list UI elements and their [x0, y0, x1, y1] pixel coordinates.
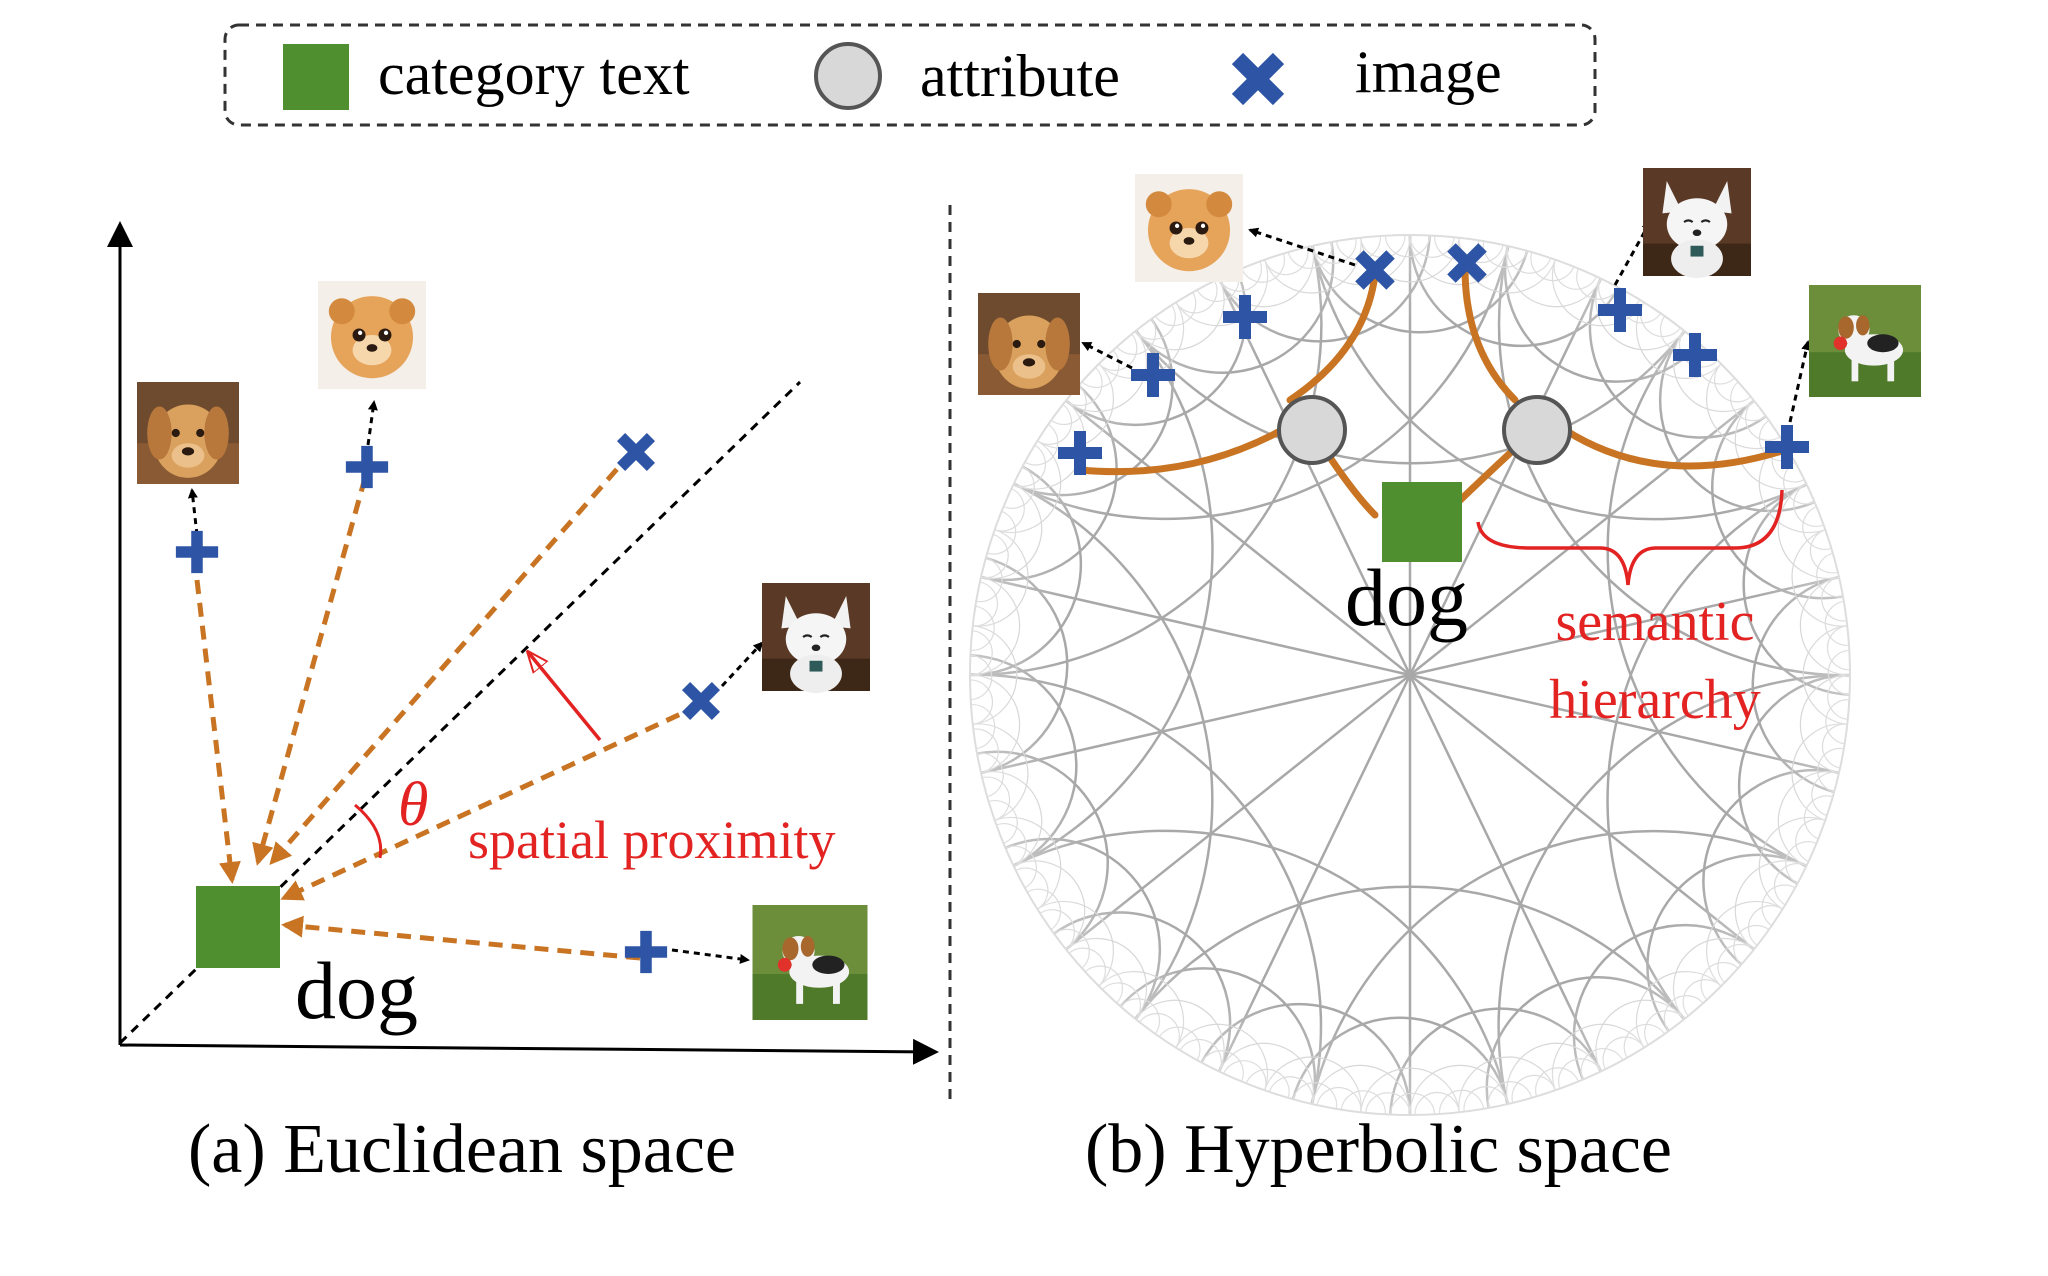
legend-label-attribute: attribute [920, 43, 1120, 109]
image-cross-icon [677, 677, 725, 725]
semantic-label: semantic [1555, 591, 1754, 653]
dog-label-hyperbolic: dog [1345, 552, 1468, 643]
pomeranian-photo [1135, 174, 1243, 282]
link-pom-photo [1248, 227, 1356, 267]
edge-pom-to-dog [252, 477, 368, 866]
edge-beagle-to-dog [281, 915, 641, 961]
disk-boundary [969, 234, 1851, 1116]
hierarchy-label: hierarchy [1549, 669, 1760, 731]
curve-attr2-to-leaf [1561, 426, 1789, 470]
legend-image-cross-icon [1225, 46, 1291, 112]
edge-x1-to-dog [269, 450, 634, 866]
caption-hyperbolic: (b) Hyperbolic space [1085, 1111, 1672, 1188]
euclidean-edges [194, 450, 702, 961]
x-axis [119, 1038, 939, 1065]
link-golden-photo [1081, 341, 1133, 370]
legend-label-image: image [1355, 39, 1502, 105]
edge-x2-to-dog [280, 702, 702, 901]
proximity-arrow [528, 652, 602, 742]
image-plus-icon [345, 445, 389, 489]
caption-euclidean: (a) Euclidean space [188, 1111, 736, 1188]
legend-attribute-circle [814, 42, 882, 110]
semantic-hierarchy-brace [1476, 489, 1784, 586]
legend-label-category: category text [378, 41, 690, 107]
chihuahua-photo [762, 581, 870, 695]
panel-hyperbolic: dog semantic hierarchy (b) Hyperbolic sp… [969, 166, 1921, 1188]
image-plus-icon [624, 930, 668, 974]
edge-golden-to-dog [194, 579, 241, 884]
theta-label: θ [398, 771, 428, 839]
legend: category text attribute image [223, 23, 1597, 127]
dog-label-euclidean: dog [295, 945, 418, 1036]
link-chi-photo [720, 641, 764, 688]
golden-retriever-photo [137, 382, 239, 484]
beagle-photo [752, 905, 868, 1020]
angle-arc [354, 803, 383, 859]
dog-category-square [196, 886, 280, 968]
curve-attr1-to-upper [1286, 271, 1379, 404]
curve-attr2-to-upper [1461, 264, 1519, 404]
panel-euclidean: dog θ spatial proximity (a) Euclidean sp… [107, 221, 939, 1188]
dog-category-square-hyperbolic [1382, 482, 1462, 562]
beagle-photo [1809, 285, 1921, 397]
legend-box [223, 23, 1597, 127]
pomeranian-photo [318, 281, 426, 389]
link-pom-photo [366, 400, 378, 446]
legend-category-square [283, 44, 349, 110]
chihuahua-photo [1643, 166, 1751, 280]
hierarchy-curves [1076, 264, 1789, 519]
link-golden-photo [187, 488, 199, 536]
z-axis-diagonal [118, 380, 802, 1045]
attribute-node-1 [1277, 395, 1347, 465]
attribute-node-2 [1502, 395, 1572, 465]
curve-attr1-to-leaf [1076, 426, 1286, 476]
link-beagle-photo [1788, 340, 1812, 423]
image-plus-icon [175, 530, 219, 574]
golden-retriever-photo [978, 293, 1080, 395]
spatial-proximity-label: spatial proximity [468, 810, 835, 870]
euclidean-photo-links [187, 400, 764, 964]
link-beagle-photo [671, 948, 750, 964]
